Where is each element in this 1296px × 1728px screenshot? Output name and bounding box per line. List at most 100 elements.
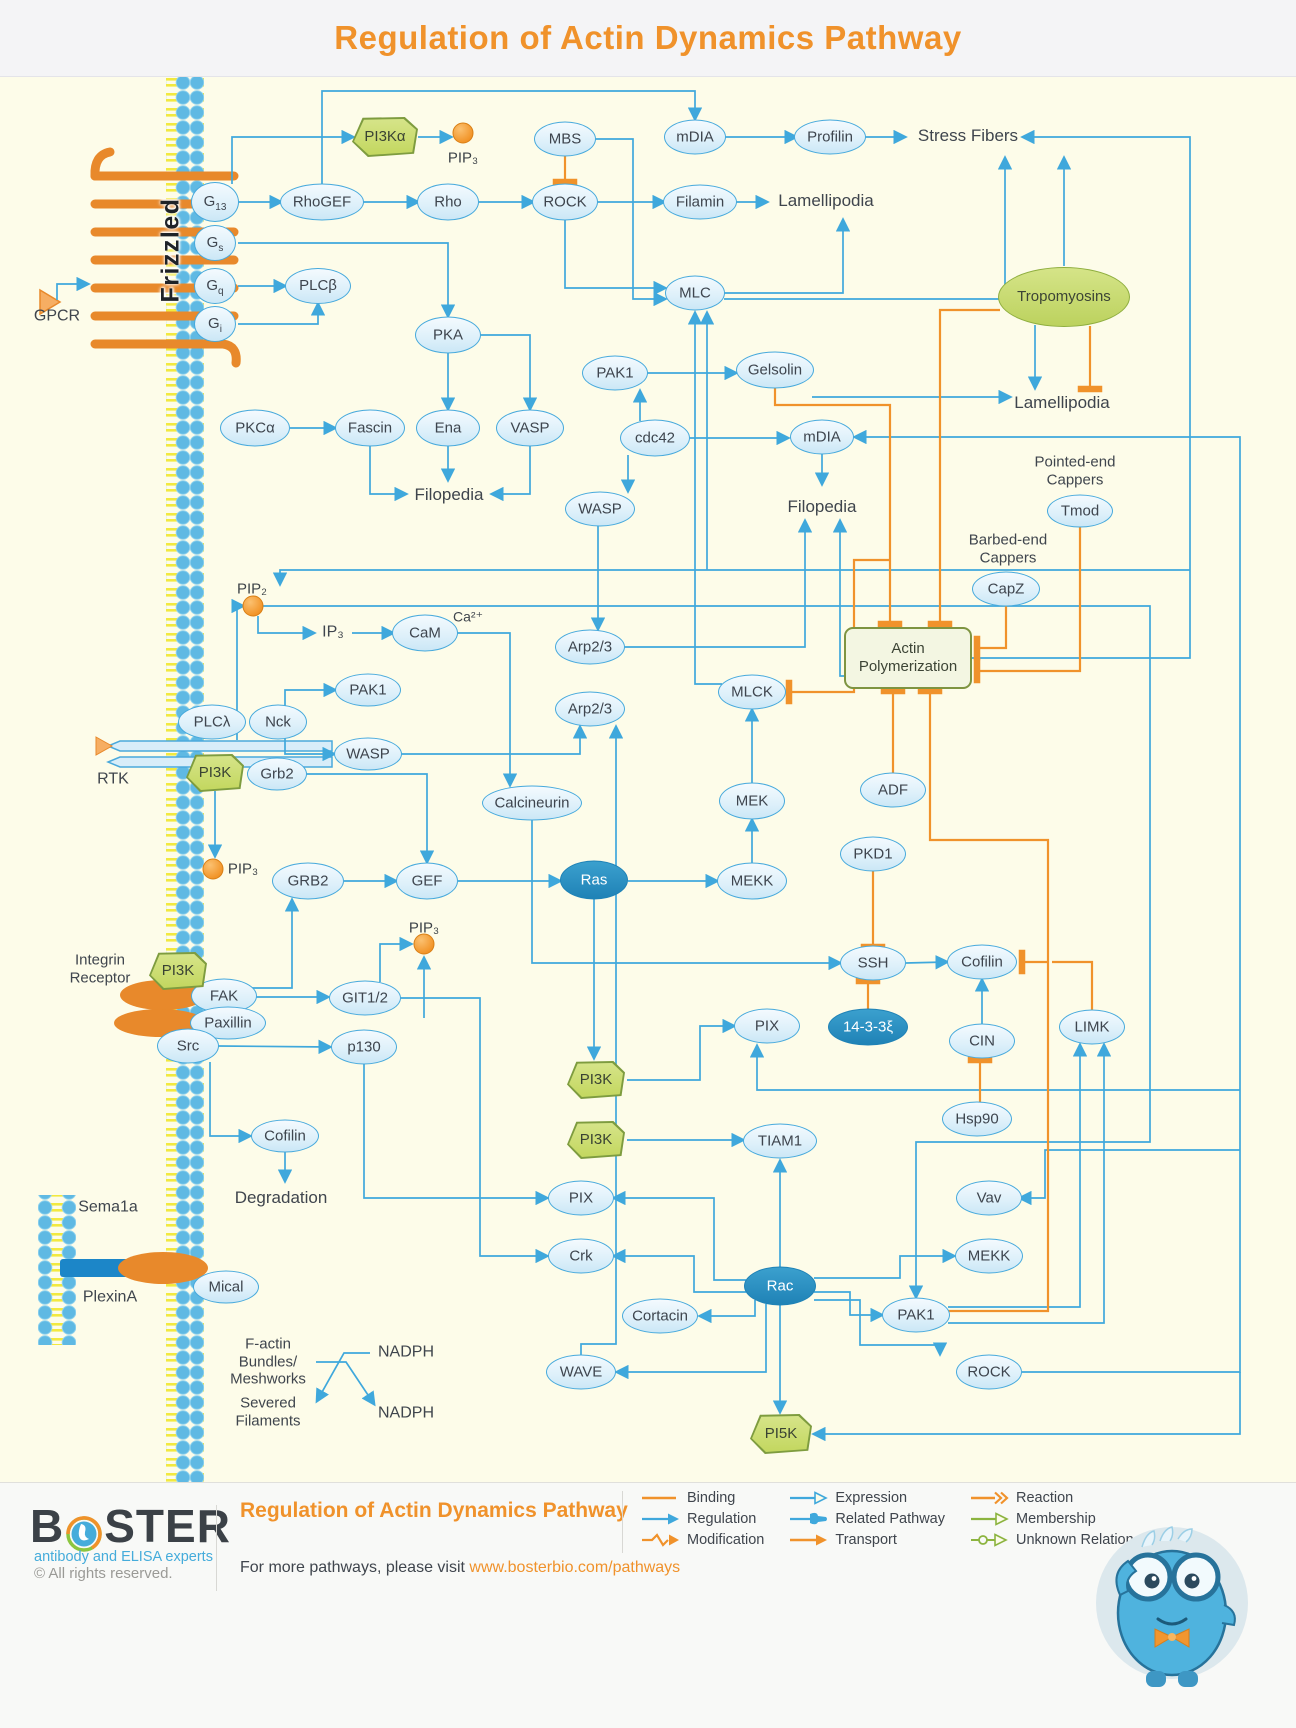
logo-o-icon <box>66 1516 102 1552</box>
node-nadph1-label: NADPH <box>377 1343 435 1361</box>
node-plexina-label: PlexinA <box>82 1288 138 1306</box>
node-filamin-label: Filamin <box>675 193 725 211</box>
node-tmod-label: Tmod <box>1060 502 1100 520</box>
node-wasp2-label: WASP <box>346 745 390 763</box>
legend-item-membership: Membership <box>969 1508 1134 1529</box>
binding-edge-100 <box>1052 960 1094 1011</box>
node-hsp90-label: Hsp90 <box>955 1110 999 1128</box>
node-sema: Sema1a <box>78 1199 138 1218</box>
node-rock2-label: ROCK <box>967 1363 1011 1381</box>
visit-text: For more pathways, please visit <box>240 1559 470 1576</box>
node-git: GIT1/2 <box>329 980 401 1016</box>
node-gpcr-label: GPCR <box>33 307 81 325</box>
node-tropomyosins: Tropomyosins <box>998 267 1130 327</box>
regulation-edge-81 <box>209 1062 253 1144</box>
regulation-edge-22 <box>724 217 851 294</box>
node-pak1a-label: PAK1 <box>596 364 634 382</box>
node-pi3k4-label: PI3K <box>579 1131 613 1149</box>
node-mekk2: MEKK <box>955 1238 1023 1274</box>
regulation-edge-21 <box>594 138 668 307</box>
node-factin: F-actin Bundles/ Meshworks <box>230 1335 306 1388</box>
node-gi-label: G <box>208 315 220 333</box>
node-ras-label: Ras <box>580 871 608 889</box>
node-mdia2-label: mDIA <box>803 428 841 446</box>
node-pkca-label: PKCα <box>235 419 275 437</box>
node-pak1a: PAK1 <box>582 355 648 391</box>
node-pkd1: PKD1 <box>840 836 906 872</box>
legend-label-unknown: Unknown Relation <box>1016 1531 1134 1548</box>
node-nck-label: Nck <box>265 713 291 731</box>
transport-icon <box>790 1534 828 1545</box>
node-cofilin1-label: Cofilin <box>961 953 1003 971</box>
node-lam2: Lamellipodia <box>1014 393 1109 413</box>
header-bar: Regulation of Actin Dynamics Pathway <box>0 0 1296 77</box>
regulation-edge-35 <box>272 569 1190 587</box>
node-pak1b: PAK1 <box>335 673 401 707</box>
regulation-edge-73 <box>363 1063 550 1206</box>
node-g13-sub: 13 <box>215 202 227 214</box>
node-rtkt-label: RTK <box>97 770 129 788</box>
modification-icon <box>642 1532 679 1547</box>
node-profilin-label: Profilin <box>807 128 853 146</box>
regulation-edge-36 <box>231 598 246 740</box>
gpcr-icon <box>39 288 62 316</box>
node-cdc42-label: cdc42 <box>634 429 676 447</box>
regulation-edge-33 <box>623 518 813 648</box>
regulation-edge-65 <box>814 1299 948 1357</box>
binding-edge-97 <box>917 687 1050 1313</box>
node-mek: MEK <box>719 782 785 820</box>
node-pip2d-label: PIP₂ <box>237 580 267 598</box>
node-paxillin-label: Paxillin <box>204 1014 252 1032</box>
regulation-edge-78 <box>379 936 414 982</box>
legend-item-reaction: Reaction <box>969 1487 1134 1508</box>
node-lam1: Lamellipodia <box>778 191 873 211</box>
node-p130-label: p130 <box>347 1038 381 1056</box>
node-factin-label: F-actin Bundles/ Meshworks <box>230 1335 306 1388</box>
node-mlc-label: MLC <box>679 284 711 302</box>
node-rac-label: Rac <box>766 1277 794 1295</box>
node-cin: CIN <box>949 1023 1015 1059</box>
node-mekk1-label: MEKK <box>730 872 774 890</box>
regulation-edge-72 <box>948 1042 1112 1324</box>
node-g13: G13 <box>191 182 239 222</box>
node-crk-label: Crk <box>569 1247 593 1265</box>
logo-ster: STER <box>104 1500 231 1552</box>
node-pip3c-label: PIP₃ <box>408 919 440 937</box>
legend-item-modification: Modification <box>640 1529 764 1550</box>
node-mdia1: mDIA <box>664 119 726 155</box>
node-calcineurin-label: Calcineurin <box>494 794 570 812</box>
legend-item-related: Related Pathway <box>788 1508 945 1529</box>
node-mlck: MLCK <box>718 674 786 710</box>
node-ca2-label: Ca²⁺ <box>453 608 483 625</box>
node-arp2: Arp2/3 <box>555 691 625 727</box>
node-pi3ka-label: PI3Kα <box>364 128 406 146</box>
legend-item-expression: Expression <box>788 1487 945 1508</box>
node-crk: Crk <box>548 1238 614 1274</box>
node-cofilin2: Cofilin <box>251 1119 319 1153</box>
regulation-edge-77 <box>250 897 300 989</box>
pathways-link[interactable]: www.bosterbio.com/pathways <box>469 1559 681 1576</box>
regulation-edge-15 <box>480 334 538 412</box>
node-integrin: Integrin Receptor <box>70 951 131 986</box>
node-pka: PKA <box>415 316 481 354</box>
legend-item-unknown: Unknown Relation <box>969 1529 1134 1550</box>
unknown-icon <box>971 1532 1008 1547</box>
node-pak1b-label: PAK1 <box>349 681 387 699</box>
node-actin-label: Actin Polymerization <box>858 640 958 675</box>
legend-label-related: Related Pathway <box>835 1510 945 1527</box>
node-grb2s-label: Grb2 <box>260 765 294 783</box>
regulation-edge-59 <box>611 1248 746 1293</box>
legend-item-binding: Binding <box>640 1487 764 1508</box>
legend-label-binding: Binding <box>687 1489 736 1506</box>
node-gi-sub: i <box>219 324 222 336</box>
node-grb2s: Grb2 <box>247 757 307 791</box>
node-mical-label: Mical <box>208 1278 244 1296</box>
node-tiam1-label: TIAM1 <box>757 1132 803 1150</box>
membership-icon <box>971 1511 1009 1526</box>
node-ssh: SSH <box>840 945 906 981</box>
node-src-label: Src <box>176 1037 200 1055</box>
node-severed-label: Severed Filaments <box>235 1394 301 1429</box>
node-pix2-label: PIX <box>568 1189 594 1207</box>
